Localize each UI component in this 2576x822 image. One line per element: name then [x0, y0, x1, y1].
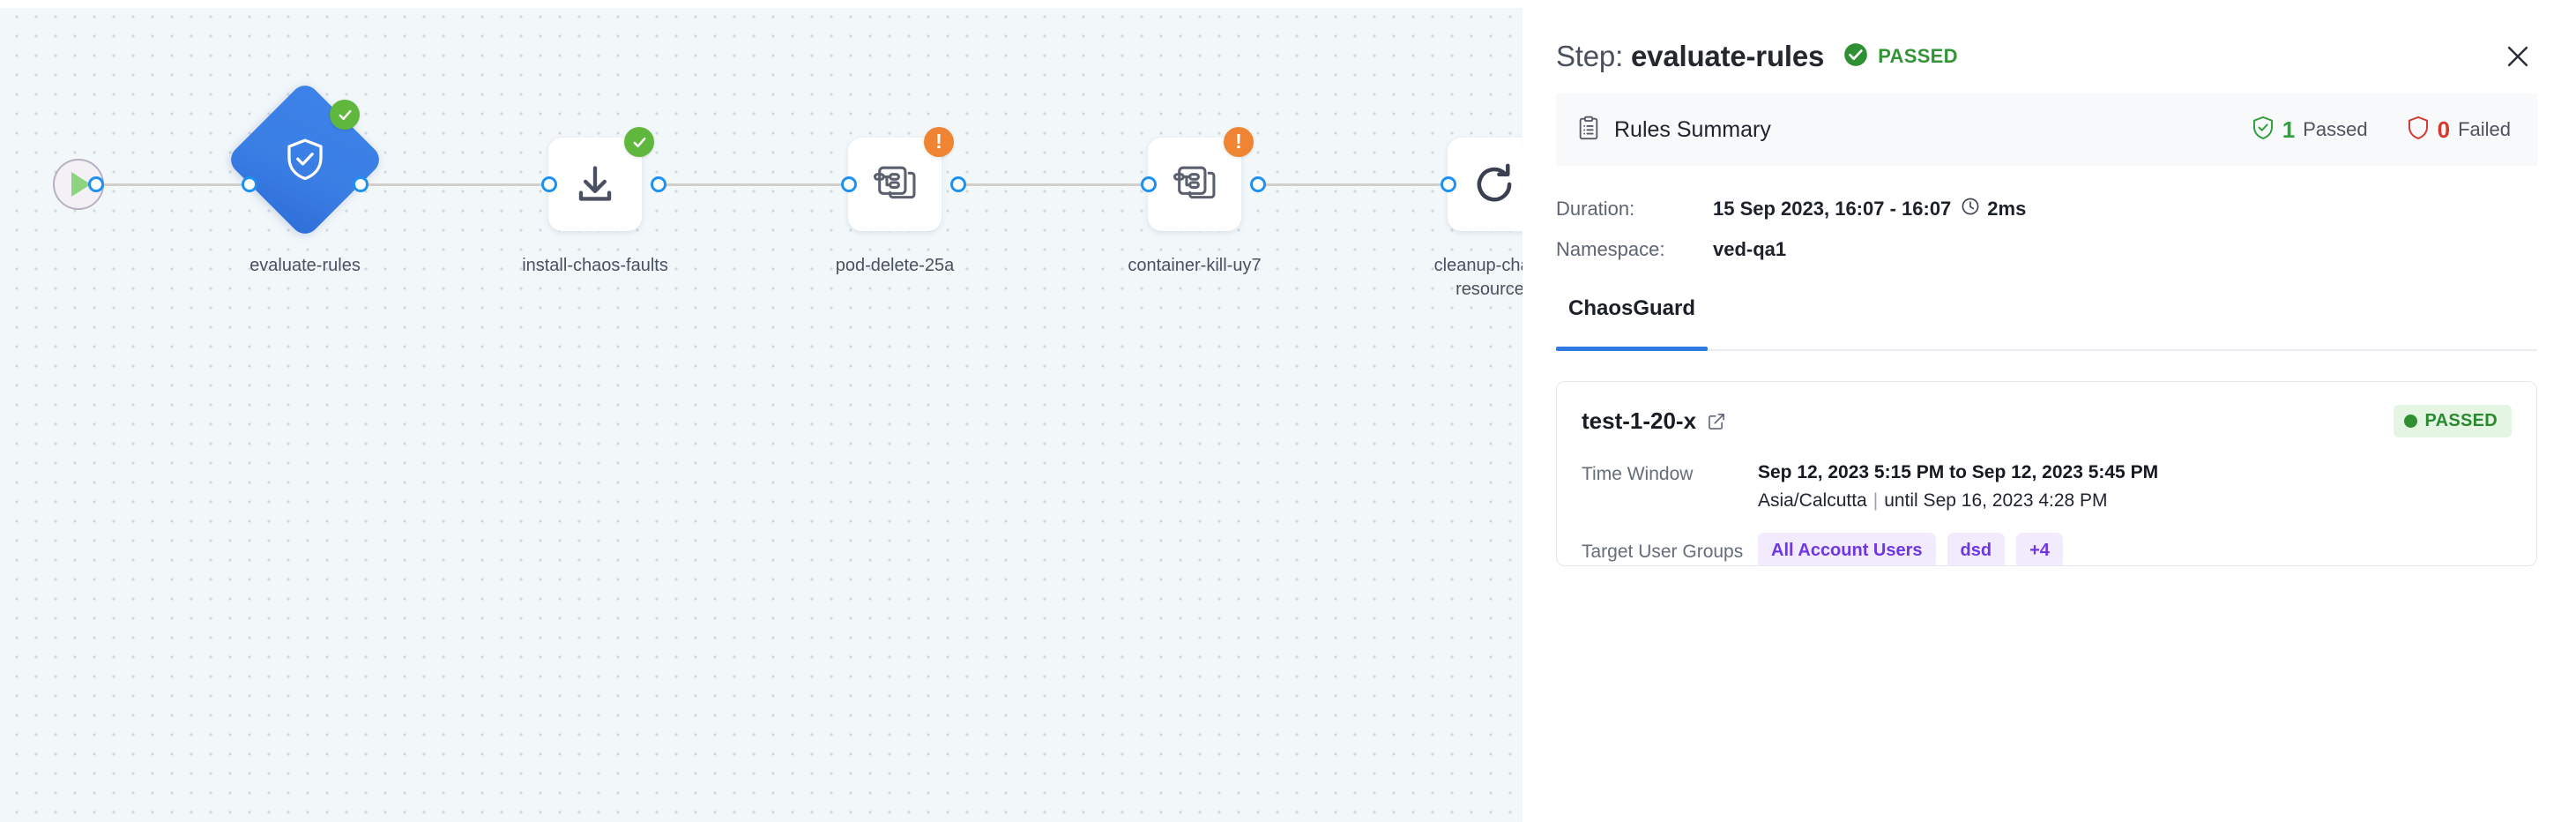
- exclamation-icon: !: [1235, 130, 1242, 153]
- time-window-label: Time Window: [1582, 464, 1694, 484]
- exclamation-icon: !: [935, 130, 942, 153]
- until-text: until Sep 16, 2023 4:28 PM: [1884, 490, 2108, 511]
- step-name-label: evaluate-rules: [1631, 40, 1825, 72]
- page-title: Step: evaluate-rules: [1556, 40, 1824, 73]
- port-pod-delete-25a-input[interactable]: [841, 176, 857, 192]
- duration-range-text: 15 Sep 2023, 16:07 - 16:07: [1713, 198, 1952, 220]
- node-evaluate-rules[interactable]: [225, 79, 385, 240]
- edge-start-to-evaluate-rules: [102, 183, 256, 186]
- node-label-install-chaos-faults: install-chaos-faults: [522, 256, 668, 275]
- port-cleanup-chaos-resources-input[interactable]: [1441, 176, 1456, 192]
- status-badge-success: [330, 100, 360, 130]
- duration-value: 15 Sep 2023, 16:07 - 16:07 2ms: [1713, 197, 2026, 221]
- node-label-pod-delete-25a: pod-delete-25a: [835, 256, 955, 275]
- duration-label: Duration:: [1556, 198, 1635, 220]
- chaosguard-status-badge: PASSED: [2394, 405, 2512, 437]
- edge-evaluate-rules-to-install: [356, 183, 552, 186]
- port-container-kill-uy7-input[interactable]: [1141, 176, 1157, 192]
- edge-install-to-pod-delete: [654, 183, 852, 186]
- check-circle-icon: [1843, 42, 1868, 71]
- tab-chaosguard[interactable]: ChaosGuard: [1556, 296, 1709, 351]
- rules-passed-count: 1: [2282, 116, 2296, 143]
- duration-elapsed-group: 2ms: [1961, 197, 2026, 221]
- panel-header: Step: evaluate-rules PASSED: [1556, 0, 2537, 81]
- duration-row: Duration: 15 Sep 2023, 16:07 - 16:07 2ms: [1556, 189, 2537, 229]
- time-window-row: Time Window Sep 12, 2023 5:15 PM to Sep …: [1582, 462, 2512, 512]
- time-window-subtext: Asia/Calcutta|until Sep 16, 2023 4:28 PM: [1758, 490, 2158, 512]
- pipeline-canvas[interactable]: evaluate-rules install-chaos-faults: [0, 0, 1523, 822]
- time-window-value-group: Sep 12, 2023 5:15 PM to Sep 12, 2023 5:4…: [1758, 462, 2158, 512]
- port-install-chaos-faults-input[interactable]: [541, 176, 557, 192]
- rules-failed-count: 0: [2437, 116, 2451, 143]
- node-pod-delete-25a[interactable]: !: [848, 127, 954, 231]
- rules-summary-bar: Rules Summary 1 Passed: [1556, 93, 2537, 166]
- port-container-kill-uy7-output[interactable]: [1250, 176, 1266, 192]
- port-evaluate-rules-output[interactable]: [353, 176, 369, 192]
- status-badge-warning: !: [1224, 127, 1254, 157]
- time-window-value: Sep 12, 2023 5:15 PM to Sep 12, 2023 5:4…: [1758, 462, 2159, 482]
- user-group-overflow-chip[interactable]: +4: [2016, 533, 2063, 565]
- timezone-text: Asia/Calcutta: [1758, 490, 1867, 511]
- rules-passed-label: Passed: [2303, 118, 2368, 140]
- shield-check-icon: [249, 103, 361, 216]
- target-user-groups-label: Target User Groups: [1582, 542, 1744, 562]
- panel-tabs: ChaosGuard: [1556, 296, 2537, 351]
- rules-failed-stat: 0 Failed: [2407, 116, 2511, 145]
- edge-pod-delete-to-container-kill: [954, 183, 1151, 186]
- status-dot-icon: [2404, 415, 2418, 428]
- user-group-chip[interactable]: All Account Users: [1758, 533, 1936, 565]
- canvas-top-strip: [0, 0, 1523, 8]
- namespace-value: ved-qa1: [1713, 238, 1787, 260]
- status-badge: PASSED: [1843, 42, 1958, 71]
- chaosguard-rule-name: test-1-20-x: [1582, 407, 1726, 435]
- download-icon: [572, 161, 618, 207]
- refresh-icon: [1470, 161, 1518, 208]
- user-group-chip[interactable]: dsd: [1947, 533, 2006, 565]
- chaosguard-card-header: test-1-20-x PASSED: [1582, 405, 2512, 437]
- clipboard-icon: [1577, 116, 1600, 145]
- rules-summary-title: Rules Summary: [1614, 116, 1771, 142]
- rules-summary-stats: 1 Passed 0 Failed: [2252, 116, 2511, 145]
- chaos-experiment-icon: [873, 162, 917, 206]
- port-pod-delete-25a-output[interactable]: [950, 176, 966, 192]
- chaos-experiment-icon: [1173, 162, 1217, 206]
- chaosguard-status-text: PASSED: [2424, 411, 2498, 430]
- port-evaluate-rules-input[interactable]: [242, 176, 257, 192]
- namespace-label: Namespace:: [1556, 238, 1665, 260]
- step-meta: Duration: 15 Sep 2023, 16:07 - 16:07 2ms…: [1556, 189, 2537, 270]
- port-start-output[interactable]: [88, 176, 104, 192]
- shield-icon: [2407, 116, 2430, 145]
- chaosguard-rule-card: test-1-20-x PASSED Time Window S: [1556, 381, 2537, 566]
- node-install-chaos-faults[interactable]: [548, 127, 654, 231]
- node-label-container-kill-uy7: container-kill-uy7: [1128, 256, 1262, 275]
- shield-check-icon: [2252, 116, 2274, 145]
- rules-summary-left: Rules Summary: [1577, 116, 1771, 145]
- play-icon: [71, 172, 91, 197]
- step-details-panel: Step: evaluate-rules PASSED: [1523, 0, 2576, 822]
- target-user-groups-chips: All Account Users dsd +4: [1758, 533, 2063, 565]
- target-user-groups-row: Target User Groups All Account Users dsd…: [1582, 533, 2512, 565]
- close-icon[interactable]: [2498, 37, 2537, 76]
- node-label-cleanup-chaos-resources: cleanup-chaos-resources: [1433, 256, 1523, 299]
- port-install-chaos-faults-output[interactable]: [651, 176, 666, 192]
- edge-container-kill-to-cleanup: [1254, 183, 1451, 186]
- status-badge-success: [624, 127, 654, 157]
- clock-icon: [1961, 197, 1980, 221]
- step-prefix-label: Step:: [1556, 40, 1624, 72]
- subtext-separator: |: [1872, 490, 1879, 511]
- status-badge-text: PASSED: [1878, 45, 1958, 67]
- rules-failed-label: Failed: [2458, 118, 2511, 140]
- status-badge-warning: !: [924, 127, 954, 157]
- rules-passed-stat: 1 Passed: [2252, 116, 2368, 145]
- duration-elapsed-text: 2ms: [1987, 198, 2027, 220]
- node-container-kill-uy7[interactable]: !: [1148, 127, 1254, 231]
- external-link-icon[interactable]: [1707, 412, 1726, 431]
- chaosguard-rule-name-text: test-1-20-x: [1582, 407, 1697, 434]
- node-label-evaluate-rules: evaluate-rules: [249, 256, 361, 275]
- node-cleanup-chaos-resources[interactable]: [1448, 138, 1523, 231]
- namespace-row: Namespace: ved-qa1: [1556, 229, 2537, 270]
